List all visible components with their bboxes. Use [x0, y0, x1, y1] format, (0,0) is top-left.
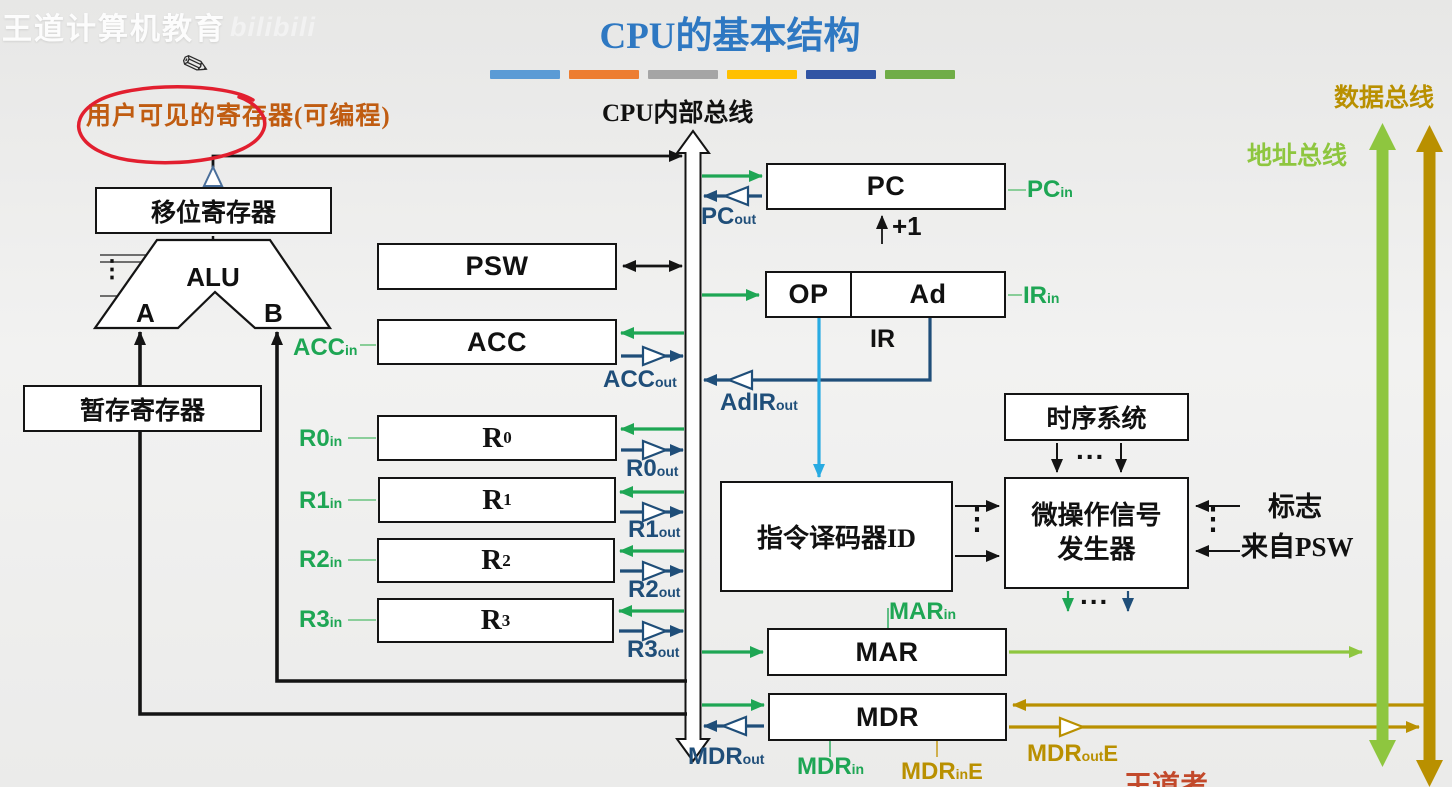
mdr-register-box: MDR [768, 693, 1007, 741]
instruction-decoder-label: 指令译码器ID [757, 524, 916, 553]
pencil-icon: ✎ [176, 43, 215, 87]
color-bar-6 [885, 70, 955, 79]
psw-register-box: PSW [377, 243, 617, 290]
mdr-out-signal-label: MDRout [688, 743, 765, 770]
alu-label: ALU [186, 262, 240, 292]
pc-register-box: PC [766, 163, 1006, 210]
mdr-oute-buffer-icon [1058, 716, 1087, 738]
ir-register-box: OP Ad [765, 271, 1006, 318]
internal-bus-label: CPU内部总线 [602, 100, 754, 127]
acc-out-signal-label: ACCout [603, 366, 677, 393]
color-bar-4 [727, 70, 797, 79]
micro-out-dots: ... [1080, 579, 1110, 610]
sequencer-dots: ... [1076, 434, 1106, 465]
mdr-external-links [1009, 699, 1424, 733]
r3-out-signal-label: R3out [627, 636, 680, 663]
r1-out-signal-label: R1out [628, 516, 681, 543]
sequencer-label: 时序系统 [1046, 406, 1147, 433]
bilibili-watermark: bilibili [230, 12, 316, 42]
green-in-wires [618, 170, 1074, 711]
ir-in-signal-label: IRin [1023, 282, 1060, 309]
color-bar-5 [806, 70, 876, 79]
r3-label: R [480, 604, 502, 636]
shift-register-box: 移位寄存器 [95, 187, 332, 234]
mdr-label: MDR [856, 701, 919, 732]
flags-dots: ⋮ [1198, 503, 1228, 536]
mar-label: MAR [855, 636, 919, 667]
mdr-oute-signal-label: MDRoutE [1027, 740, 1119, 767]
flags-label: 标志 [1268, 492, 1322, 522]
ir-ad-field: Ad [909, 279, 947, 309]
micro-op-label-line1: 微操作信号 [1031, 501, 1162, 531]
address-bus-arrow [1369, 123, 1396, 767]
sequencer-box: 时序系统 [1004, 393, 1189, 441]
pc-increment-label: +1 [892, 211, 922, 241]
ir-op-field: OP [767, 273, 852, 316]
shift-register-buffer-icon [202, 164, 224, 187]
data-bus-arrow [1416, 125, 1443, 787]
ir-label: IR [870, 325, 895, 353]
adir-out-signal-label: AdIRout [720, 389, 798, 416]
temp-register-box: 暂存寄存器 [23, 385, 262, 432]
alu-input-b-label: B [264, 298, 283, 328]
data-bus-label: 数据总线 [1334, 85, 1435, 112]
micro-op-label-line2: 发生器 [1057, 535, 1136, 564]
pc-out-signal-label: PCout [701, 203, 757, 230]
temp-register-label: 暂存寄存器 [79, 397, 205, 425]
mdr-in-signal-label: MDRin [797, 753, 865, 780]
instruction-decoder-box: 指令译码器ID [720, 481, 953, 592]
r0-in-signal-label: R0in [299, 425, 343, 452]
mdr-ine-signal-label: MDRinE [901, 758, 983, 785]
r2-in-signal-label: R2in [299, 546, 343, 573]
acc-register-box: ACC [377, 319, 617, 365]
alu-input-a-label: A [136, 298, 155, 328]
flags-from-psw-label: 来自PSW [1241, 532, 1354, 562]
r0-label: R [482, 421, 504, 454]
page-title: CPU的基本结构 [599, 16, 861, 57]
footer-watermark: 王道考研/CSKAOYAN.COM [1124, 771, 1209, 787]
user-visible-registers-note: 用户可见的寄存器(可编程) [86, 103, 391, 130]
acc-in-signal-label: ACCin [293, 334, 358, 361]
color-bar-1 [490, 70, 560, 79]
acc-label: ACC [467, 326, 527, 357]
address-bus-label: 地址总线 [1247, 143, 1348, 170]
micro-op-generator-box: 微操作信号 发生器 [1004, 477, 1189, 589]
mar-register-box: MAR [767, 628, 1007, 676]
color-bar-3 [648, 70, 718, 79]
r3-in-signal-label: R3in [299, 606, 343, 633]
color-bar-2 [569, 70, 639, 79]
brand-watermark: 王道计算机教育 [2, 13, 226, 46]
pc-in-signal-label: PCin [1027, 176, 1073, 203]
title-color-bars [490, 70, 955, 79]
mar-in-signal-label: MARin [889, 598, 957, 625]
pc-label: PC [866, 171, 906, 201]
r2-label: R [481, 544, 503, 576]
shift-register-label: 移位寄存器 [150, 199, 276, 227]
psw-label: PSW [465, 251, 529, 281]
r2-out-signal-label: R2out [628, 576, 681, 603]
r0-out-signal-label: R0out [626, 455, 679, 482]
r1-label: R [482, 483, 504, 516]
r1-in-signal-label: R1in [299, 487, 343, 514]
decoder-micro-dots: ⋮ [962, 503, 992, 536]
alu-control-dots: ⋮ [100, 256, 124, 283]
